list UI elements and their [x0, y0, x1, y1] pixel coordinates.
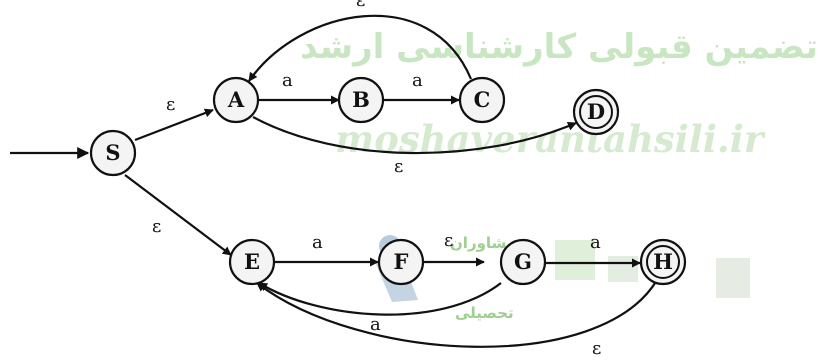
- transition-b-c-label: a: [412, 70, 423, 91]
- state-f: F: [377, 238, 425, 286]
- state-g: G: [499, 238, 547, 286]
- state-h-label: H: [653, 249, 673, 274]
- transition-f-g-label: ε: [444, 230, 453, 251]
- watermark: تضمین قبولی کارشناسی ارشد moshaverantahs…: [300, 27, 818, 322]
- state-d-final: D: [572, 88, 620, 136]
- transition-h-e: [256, 279, 658, 348]
- watermark-logo-text-2: تحصیلی: [455, 304, 514, 322]
- state-e-label: E: [244, 249, 260, 274]
- states: S A B C D E F G: [89, 76, 687, 286]
- transition-a-b-label: a: [282, 70, 293, 91]
- transitions: ε ε a a ε ε a ε a a ε: [124, 0, 658, 359]
- state-e: E: [228, 238, 276, 286]
- state-s: S: [89, 129, 137, 177]
- state-c: C: [458, 76, 506, 124]
- transition-s-a: [134, 108, 214, 142]
- state-d-label: D: [587, 99, 605, 124]
- state-a-label: A: [227, 87, 245, 112]
- transition-h-e-label: ε: [592, 338, 601, 359]
- state-b: B: [337, 76, 385, 124]
- transition-s-a-label: ε: [166, 94, 175, 115]
- transition-e-f-label: a: [312, 232, 323, 253]
- state-c-label: C: [474, 87, 491, 112]
- transition-g-e: [258, 282, 502, 316]
- transition-c-a: [248, 14, 473, 82]
- transition-s-e: [124, 174, 232, 256]
- watermark-logo-text-1: مشاوران: [450, 234, 516, 252]
- watermark-persian-text: تضمین قبولی کارشناسی ارشد: [300, 27, 818, 67]
- state-a: A: [212, 76, 260, 124]
- transition-a-d-label: ε: [394, 156, 403, 177]
- state-f-label: F: [394, 249, 409, 274]
- transition-s-e-label: ε: [152, 216, 161, 237]
- transition-a-d: [252, 116, 577, 155]
- transition-g-h-label: a: [590, 232, 601, 253]
- transition-g-e-label: a: [370, 314, 381, 335]
- watermark-url: moshaverantahsili.ir: [335, 117, 766, 161]
- state-s-label: S: [105, 140, 120, 165]
- state-h-final: H: [639, 238, 687, 286]
- watermark-logo: مشاوران تحصیلی: [375, 234, 750, 322]
- state-b-label: B: [352, 87, 370, 112]
- state-g-label: G: [514, 249, 532, 274]
- transition-c-a-label: ε: [356, 0, 365, 11]
